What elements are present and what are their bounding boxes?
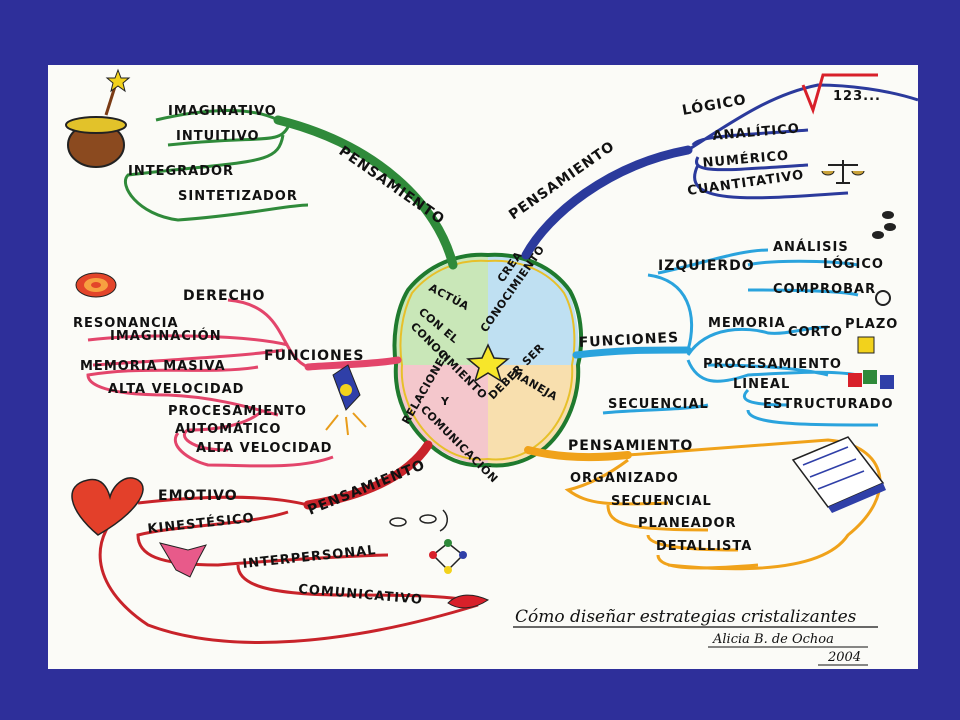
dice-icon [857, 336, 875, 354]
item-numerico: NUMÉRICO [702, 147, 790, 170]
item-sintetizador: SINTETIZADOR [178, 189, 298, 204]
brain-quadrant-orange [488, 365, 578, 465]
branch-mid-right: FUNCIONES IZQUIERDO ANÁLISIS LÓGICO COMP… [572, 211, 898, 427]
item-interpersonal: INTERPERSONAL [242, 543, 377, 572]
item-logico-top: LÓGICO [681, 90, 748, 119]
item-resonancia: RESONANCIA [73, 316, 179, 331]
brain-quadrant-green [394, 255, 488, 365]
item-comunicativo: COMUNICATIVO [298, 582, 424, 608]
branch-lines-cyan [602, 248, 879, 427]
sqrt-123-icon: 123... [833, 89, 881, 104]
branch-bottom-left: PENSAMIENTO EMOTIVO KINESTÉSICO INTERPER… [71, 440, 490, 644]
mind-map-diagram: ACTÚA CON EL CONOCIMIENTO CREA CONOCIMIE… [65, 68, 918, 666]
pensamiento-bottom-right: PENSAMIENTO [568, 438, 693, 454]
branch-bottom-right: PENSAMIENTO ORGANIZADO SECUENCIAL PLANEA… [524, 436, 886, 571]
hand-icon [158, 542, 207, 578]
item-alta-velocidad-1: ALTA VELOCIDAD [108, 382, 244, 397]
signature-title: Cómo diseñar estrategias cristalizantes [515, 607, 857, 627]
target-icon [75, 272, 117, 298]
item-integrador: INTEGRADOR [128, 164, 234, 179]
face-icon [389, 509, 448, 532]
center-star-icon [466, 343, 510, 383]
item-logico-mid: LÓGICO [823, 256, 884, 272]
item-comprobar: COMPROBAR [773, 282, 876, 297]
item-procesamiento-left: PROCESAMIENTO [168, 404, 307, 419]
item-corto: CORTO [788, 325, 843, 340]
branch-trunk-red [303, 440, 433, 510]
clock-icon [875, 290, 891, 306]
item-lineal: LINEAL [733, 377, 790, 392]
funciones-left: FUNCIONES [264, 348, 364, 364]
item-analisis: ANÁLISIS [773, 239, 849, 255]
item-planeador: PLANEADOR [638, 516, 737, 531]
item-izquierdo: IZQUIERDO [658, 258, 755, 274]
center-q3-line2: Y [440, 395, 450, 408]
lightbulb-rocket-icon [325, 364, 367, 436]
branch-lines-green [124, 109, 309, 222]
item-organizado: ORGANIZADO [570, 471, 679, 486]
branch-trunk-green [273, 115, 458, 270]
branch-trunk-orange [524, 446, 632, 462]
branch-mid-left: FUNCIONES DERECHO RESONANCIA IMAGINACIÓN… [73, 272, 402, 468]
item-kinestesico: KINESTÉSICO [147, 510, 256, 537]
item-procesamiento-right: PROCESAMIENTO [703, 357, 842, 372]
branch-lines-pink [86, 298, 334, 468]
item-secuencial-bottom: SECUENCIAL [611, 494, 712, 509]
item-memoria-masiva: MEMORIA MASIVA [80, 359, 226, 374]
pensamiento-top-left: PENSAMIENTO [336, 143, 448, 228]
item-detallista: DETALLISTA [656, 539, 752, 554]
branch-top-right: PENSAMIENTO LÓGICO ANALÍTICO NUMÉRICO CU… [506, 73, 918, 260]
branch-trunk-cyan [572, 346, 692, 359]
mind-map-canvas: ACTÚA CON EL CONOCIMIENTO CREA CONOCIMIE… [48, 65, 918, 669]
signature: Cómo diseñar estrategias cristalizantes … [513, 607, 878, 666]
branch-trunk-blue [521, 145, 693, 260]
item-cuantitativo: CUANTITATIVO [686, 168, 805, 199]
item-plazo: PLAZO [845, 317, 898, 332]
brain-outline-inner [399, 259, 576, 461]
item-memoria: MEMORIA [708, 316, 786, 331]
item-derecho: DERECHO [183, 288, 265, 304]
branch-trunk-pink [304, 356, 402, 371]
item-imaginacion: IMAGINACIÓN [110, 328, 222, 344]
balance-scale-icon [821, 160, 865, 184]
item-intuitivo: INTUITIVO [176, 129, 260, 144]
item-alta-velocidad-2: ALTA VELOCIDAD [196, 441, 332, 456]
branch-top-left: PENSAMIENTO IMAGINATIVO INTUITIVO INTEGR… [65, 68, 458, 270]
brain-outline [392, 252, 584, 468]
branch-lines-red [98, 495, 479, 644]
item-automatico: AUTOMÁTICO [175, 421, 281, 437]
funciones-right: FUNCIONES [578, 330, 679, 351]
notebook-icon [791, 436, 886, 513]
lips-icon [447, 594, 490, 609]
brain-quadrant-pink [396, 365, 488, 465]
branch-lines-blue [687, 83, 918, 200]
puzzle-pieces-icon [848, 370, 894, 389]
footprints-icon [872, 211, 896, 239]
pot-of-gold-icon [65, 68, 131, 168]
branch-lines-orange [564, 438, 882, 571]
item-analitico: ANALÍTICO [712, 120, 800, 144]
item-emotivo: EMOTIVO [158, 488, 238, 504]
sqrt-sign-icon [801, 73, 878, 115]
pensamiento-bottom-left: PENSAMIENTO [306, 457, 428, 519]
signature-author: Alicia B. de Ochoa [712, 632, 834, 647]
item-estructurado: ESTRUCTURADO [763, 397, 894, 412]
item-imaginativo: IMAGINATIVO [168, 104, 277, 119]
signature-year: 2004 [827, 650, 861, 665]
network-icon [429, 539, 467, 574]
item-secuencial-right: SECUENCIAL [608, 397, 709, 412]
heart-icon [71, 477, 144, 536]
